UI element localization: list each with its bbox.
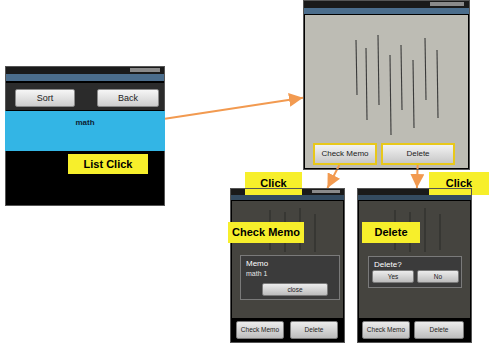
handwriting-stroke: [440, 214, 441, 250]
node-text: Delete: [305, 326, 324, 333]
node-text: Delete: [406, 149, 429, 158]
status-icons: [130, 68, 160, 72]
title-bar: [230, 195, 345, 200]
handwriting-stroke: [425, 38, 426, 100]
node-text: List Click: [84, 158, 133, 171]
status-icons: [312, 190, 340, 193]
small-button: Check Memo: [236, 321, 284, 339]
status-icons: [430, 2, 464, 6]
highlighted-button: Check Memo: [313, 143, 377, 165]
handwriting-stroke: [390, 55, 391, 135]
node-text: Delete: [374, 226, 407, 239]
node-text: No: [434, 273, 442, 280]
node-text: Memo: [246, 259, 268, 268]
phone-screen: Check Memo Delete: [303, 0, 470, 170]
callout-tag: Click: [245, 172, 302, 195]
status-bar: [5, 66, 165, 74]
node-text: Check Memo: [232, 226, 300, 239]
title-bar: [5, 74, 165, 81]
dialog-box: Delete? Yes No: [368, 256, 462, 288]
flow-arrow: [416, 165, 419, 188]
node-text: Back: [118, 93, 138, 103]
screen-ground: [230, 188, 345, 343]
node-text: math: [75, 118, 94, 127]
phone-screen: Check MemoMemomath 1closeCheck MemoDelet…: [230, 188, 345, 343]
handwriting-stroke: [413, 60, 414, 128]
list-item: math: [5, 111, 165, 151]
status-bar: [303, 0, 470, 8]
app-button: Back: [97, 89, 159, 107]
callout-tag: Delete: [362, 222, 420, 243]
node-text: Check Memo: [321, 149, 368, 158]
title-bar: [303, 8, 470, 14]
node-text: Check Memo: [241, 326, 279, 333]
screen-ground: [5, 66, 165, 206]
phone-screen: DeleteDelete?YesNoCheck MemoDelete: [357, 188, 472, 343]
handwriting-stroke: [378, 35, 379, 105]
small-button: Check Memo: [362, 321, 410, 339]
small-button: Yes: [372, 270, 414, 283]
small-button: No: [417, 270, 459, 283]
handwriting-stroke: [437, 50, 438, 118]
node-text: Delete: [430, 326, 449, 333]
callout-tag: Click: [429, 172, 489, 195]
node-text: math 1: [246, 270, 267, 278]
button-panel: [5, 83, 165, 110]
node-text: Sort: [37, 93, 54, 103]
node-text: Check Memo: [367, 326, 405, 333]
screen-ground: [303, 0, 470, 170]
phone-screen: Sort Back mathList Click: [5, 66, 165, 206]
dimmed-photo: [232, 201, 343, 318]
flow-arrow: [327, 165, 339, 188]
handwriting-stroke: [425, 208, 426, 252]
handwriting-stroke: [315, 214, 316, 252]
memo-photo: [305, 15, 468, 168]
flow-arrow: [165, 98, 303, 119]
handwriting-stroke: [401, 45, 402, 110]
screen-ground: [357, 188, 472, 343]
title-bar: [357, 195, 472, 200]
callout-tag: List Click: [68, 154, 148, 174]
callout-tag: Check Memo: [228, 222, 304, 243]
handwriting: [356, 35, 438, 135]
dimmed-photo: [359, 201, 470, 318]
node-text: Delete?: [374, 260, 402, 269]
handwriting-stroke: [356, 40, 357, 95]
small-button: Delete: [290, 321, 338, 339]
app-button: Sort: [15, 89, 75, 107]
node-text: Yes: [388, 273, 399, 280]
highlighted-button: Delete: [381, 143, 455, 165]
small-button: Delete: [414, 321, 464, 339]
dialog-box: Memo math 1 close: [240, 255, 340, 300]
node-text: close: [287, 286, 302, 293]
handwriting-stroke: [366, 48, 367, 120]
small-button: close: [262, 283, 328, 296]
